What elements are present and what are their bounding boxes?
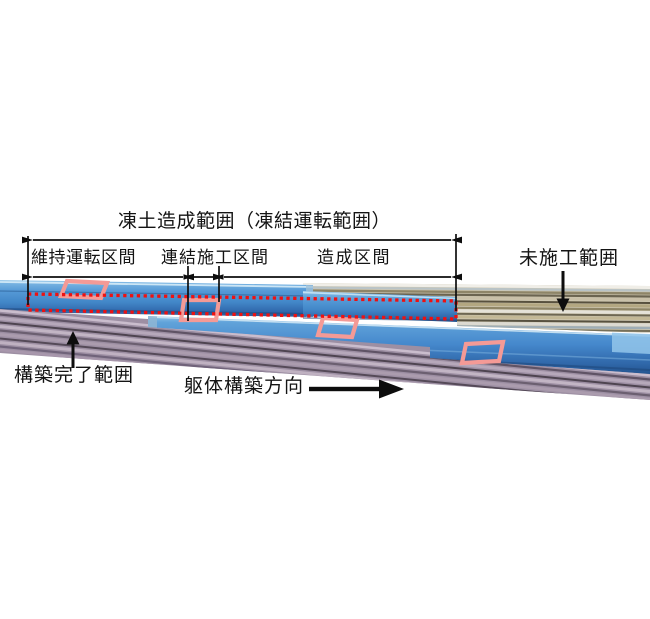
completed-range-label: 構築完了範囲 <box>14 365 135 386</box>
dimension-lines <box>22 234 462 321</box>
section-box-unconstructed <box>459 339 506 366</box>
maintenance-section-label: 維持運転区間 <box>31 248 136 267</box>
creation-section-label: 造成区間 <box>317 248 391 267</box>
unconstructed-range-label: 未施工範囲 <box>519 248 620 269</box>
construction-direction-arrow <box>309 379 404 399</box>
completed-pointer-arrow <box>66 331 80 368</box>
section-box-connection <box>178 297 222 323</box>
connection-section-label: 連結施工区間 <box>161 248 269 267</box>
frozen-range-title: 凍土造成範囲（凍結運転範囲） <box>118 211 392 232</box>
section-box-maintenance <box>57 278 111 301</box>
unconstructed-pointer-arrow <box>556 271 570 312</box>
section-box-creation <box>315 315 360 340</box>
pointer-arrows <box>66 271 570 399</box>
construction-direction-label: 躯体構築方向 <box>184 376 305 397</box>
